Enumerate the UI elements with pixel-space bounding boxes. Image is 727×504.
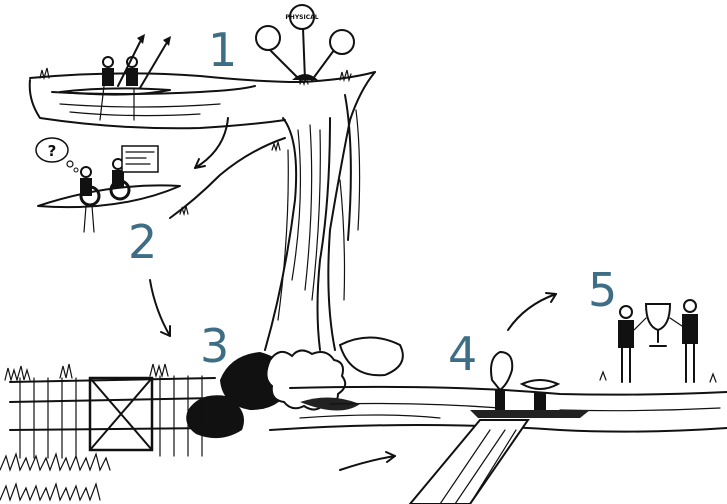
middle-ledge — [170, 138, 285, 218]
lips-icon — [522, 380, 558, 389]
sign-left — [256, 26, 280, 50]
stage-number-3: 3 — [200, 319, 229, 373]
ear-and-mouth — [470, 352, 590, 418]
stage-number-5: 5 — [588, 263, 617, 317]
signposts: PHYSICAL — [256, 5, 354, 80]
ear-icon — [491, 352, 512, 390]
upper-river-cliff — [30, 72, 375, 350]
thought-bubble: ? — [36, 138, 78, 172]
fence-and-grass — [0, 364, 215, 500]
bridge-plank — [410, 420, 528, 504]
sign-right — [330, 30, 354, 54]
thought-question-mark: ? — [48, 142, 57, 160]
sign-center-label: PHYSICAL — [285, 14, 318, 21]
trophy-winners — [600, 300, 716, 382]
stage-number-2: 2 — [128, 215, 157, 269]
trophy-icon — [646, 304, 670, 330]
stage-number-1: 1 — [208, 23, 237, 77]
waterfall — [265, 118, 330, 350]
stage-number-4: 4 — [448, 327, 477, 381]
